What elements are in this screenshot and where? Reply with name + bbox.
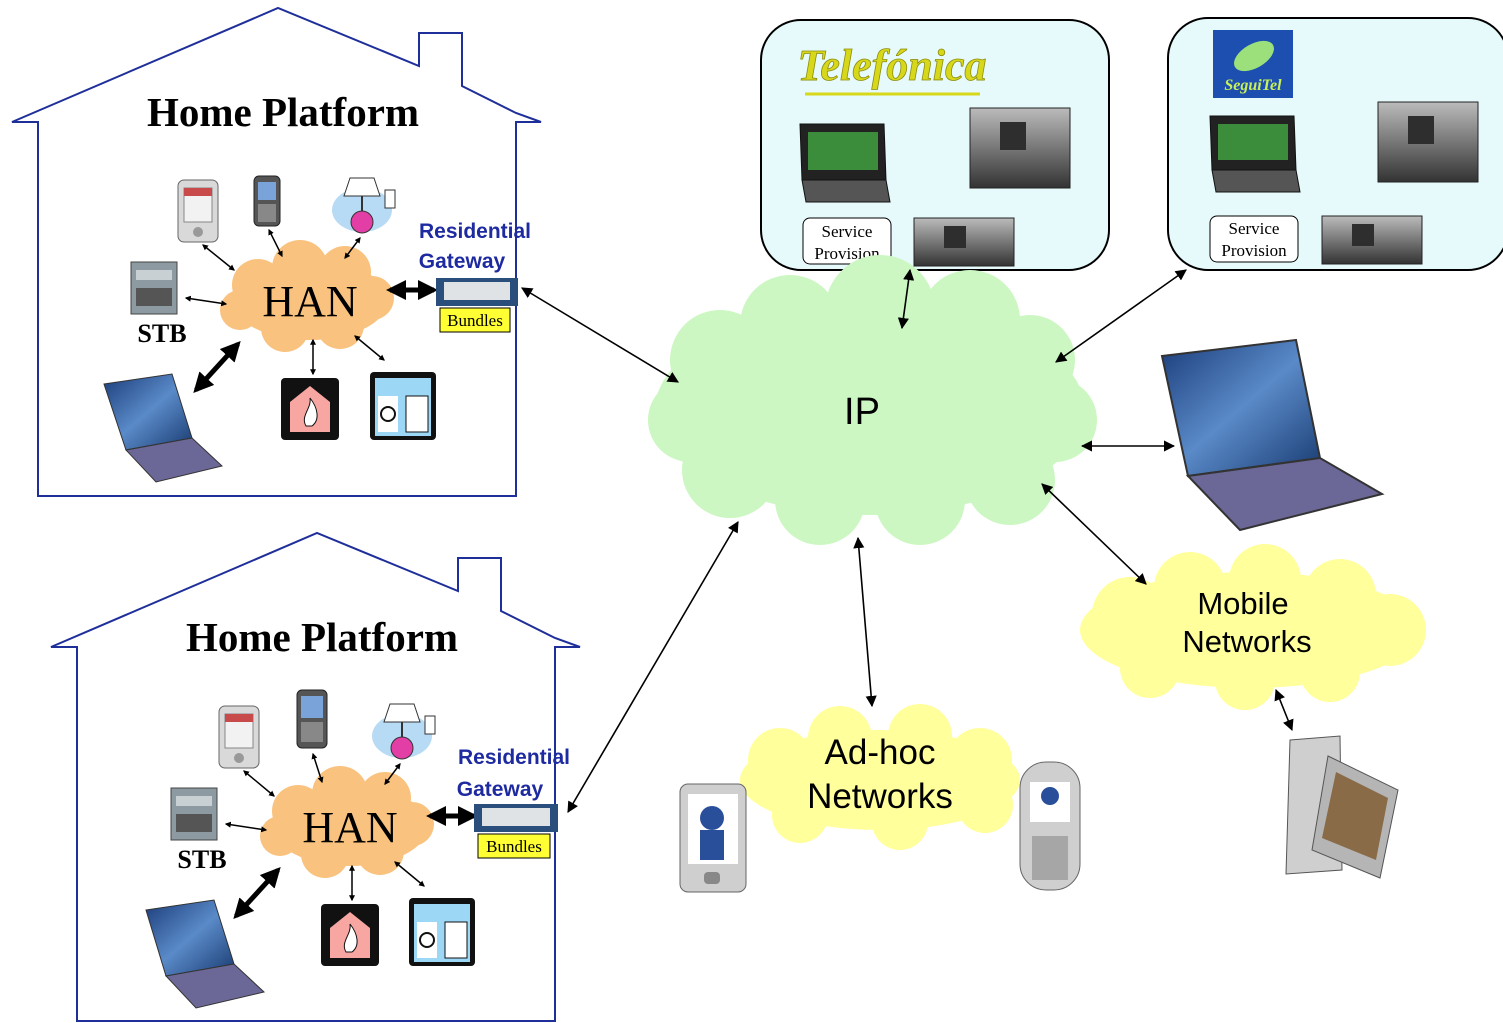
laptop-icon [103, 373, 224, 483]
stb-label: STB [177, 845, 226, 874]
provider-telefonica: Telefónica Service Provision [760, 19, 1110, 271]
bundles-badge [477, 833, 551, 859]
pda-icon [679, 783, 747, 893]
mobile-phone-icon [296, 689, 328, 749]
laptop-icon [799, 123, 891, 203]
connector-arrow [897, 268, 915, 330]
han-label: HAN [302, 803, 397, 852]
bundles-badge [439, 307, 511, 333]
han-cloud [220, 240, 394, 352]
set-top-box-icon [170, 787, 218, 841]
gateway-label: Gateway [419, 250, 506, 273]
service-provision-label: Service [822, 222, 873, 241]
connector-arrow [1055, 269, 1187, 363]
stb-label: STB [137, 319, 186, 348]
ip-label: IP [844, 391, 880, 433]
washing-machine-icon [409, 898, 475, 966]
gateway-label: Residential [458, 746, 570, 769]
pda-icon [218, 705, 260, 769]
server-icon [1377, 101, 1479, 183]
mobile-networks-label: Networks [1182, 624, 1311, 659]
house-outline [50, 531, 581, 1022]
connector-arrow [853, 536, 877, 708]
connector-arrow [567, 521, 739, 813]
mobile-networks-label: Mobile [1197, 586, 1288, 621]
provider-box [760, 19, 1110, 271]
residential-gateway-icon [474, 804, 558, 832]
mobile-networks-cloud [1080, 544, 1426, 710]
provider-seguitel: SeguiTel Service Provision [1167, 17, 1503, 271]
lamp-icon [372, 703, 436, 760]
adhoc-networks-cloud [740, 704, 1020, 850]
heater-icon [321, 904, 379, 966]
set-top-box-icon [130, 261, 178, 315]
service-provision-label: Service [1229, 219, 1280, 238]
service-provision-box [802, 217, 892, 265]
gateway-label: Gateway [457, 778, 544, 801]
gateway-label: Residential [419, 220, 531, 243]
laptop-icon [1160, 338, 1385, 532]
home-platform-2: Home Platform HAN [50, 531, 581, 1022]
mobile-phone-icon [1285, 735, 1399, 879]
mobile-phone-icon [1019, 761, 1081, 891]
ip-cloud [648, 255, 1097, 545]
service-provision-label: Provision [1221, 241, 1287, 260]
home-platform-title: Home Platform [186, 614, 458, 660]
service-provision-box [1209, 215, 1299, 263]
laptop-icon [1209, 115, 1301, 193]
server-icon [969, 107, 1071, 189]
home-platform-1: Home Platform HAN [11, 6, 542, 497]
adhoc-networks-label: Ad-hoc [825, 733, 936, 772]
han-cloud [260, 766, 434, 878]
washing-machine-icon [370, 372, 436, 440]
home-platform-title: Home Platform [147, 89, 419, 135]
han-label: HAN [262, 277, 357, 326]
connector-arrow [521, 287, 679, 383]
heater-icon [281, 378, 339, 440]
residential-gateway-icon [436, 278, 518, 306]
connector-arrow [1041, 483, 1147, 585]
provider-logo: SeguiTel [1224, 77, 1282, 94]
bundles-label: Bundles [447, 311, 503, 330]
server-icon [913, 217, 1015, 267]
bundles-label: Bundles [486, 837, 542, 856]
adhoc-networks-label: Networks [807, 777, 953, 816]
laptop-icon [145, 899, 266, 1009]
lamp-icon [332, 177, 396, 234]
provider-logo: Telefónica [798, 41, 987, 90]
server-icon [1321, 215, 1423, 265]
connector-arrow [1274, 688, 1294, 732]
mobile-phone-icon [253, 175, 281, 227]
pda-icon [177, 179, 219, 243]
